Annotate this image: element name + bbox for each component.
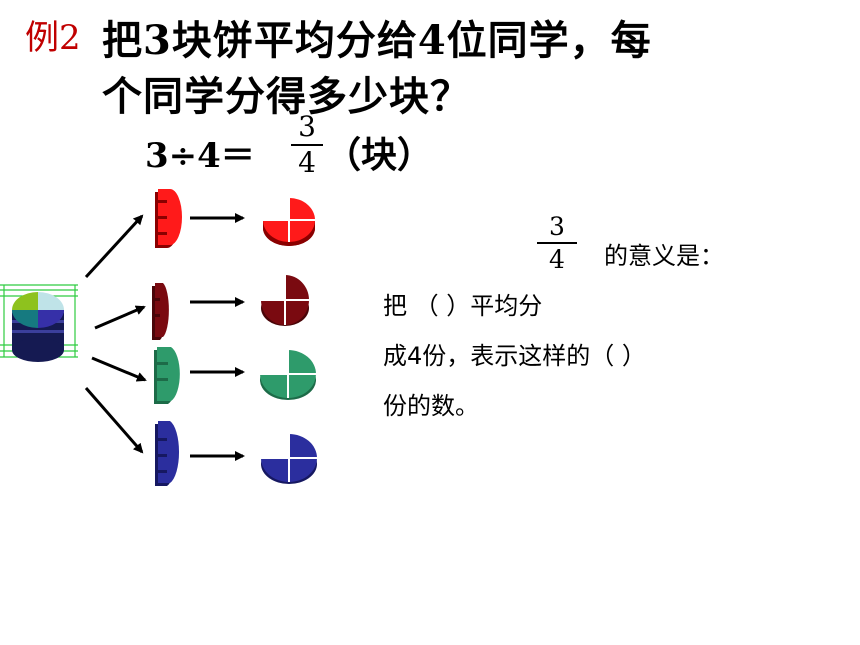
arrow-to-red	[84, 214, 144, 279]
arrow-to-dark-red	[94, 305, 146, 330]
red-three-quarter-pie	[263, 198, 315, 246]
blue-three-quarter-pie	[261, 434, 317, 484]
fraction-bar	[291, 144, 323, 146]
meaning-line-1: 的意义是：	[604, 242, 724, 270]
meaning-line-3: 成4份，表示这样的（ ）	[383, 342, 646, 370]
meaning-fraction: 3 4	[537, 214, 577, 272]
meaning-line-4: 份的数。	[383, 392, 479, 420]
meaning-line-2: 把 （ ）平均分	[383, 292, 543, 320]
arrow-to-green	[91, 356, 147, 382]
green-three-quarter-pie	[260, 350, 316, 400]
source-pie-stack	[0, 284, 78, 362]
arrow-to-blue	[84, 387, 144, 454]
equation-fraction: 3 4	[291, 113, 323, 177]
question-line-1: 把3块饼平均分给4位同学，每	[102, 17, 652, 64]
pie-division-diagram	[0, 189, 317, 486]
equation-unit: （块）	[325, 134, 434, 176]
dark-red-slice-stack	[152, 283, 169, 340]
green-slice-stack	[154, 347, 180, 404]
dark-red-three-quarter-pie	[261, 275, 309, 326]
meaning-numerator: 3	[549, 212, 565, 241]
red-slice-stack	[155, 189, 182, 248]
meaning-denominator: 4	[549, 245, 565, 274]
equation-denominator: 4	[298, 146, 316, 179]
blue-slice-stack	[155, 421, 180, 486]
example-label: 例2	[25, 18, 81, 58]
fraction-bar	[537, 242, 577, 244]
equation-left: 3÷4＝	[145, 136, 255, 176]
equation-numerator: 3	[298, 110, 316, 143]
question-line-2: 个同学分得多少块？	[102, 73, 471, 120]
